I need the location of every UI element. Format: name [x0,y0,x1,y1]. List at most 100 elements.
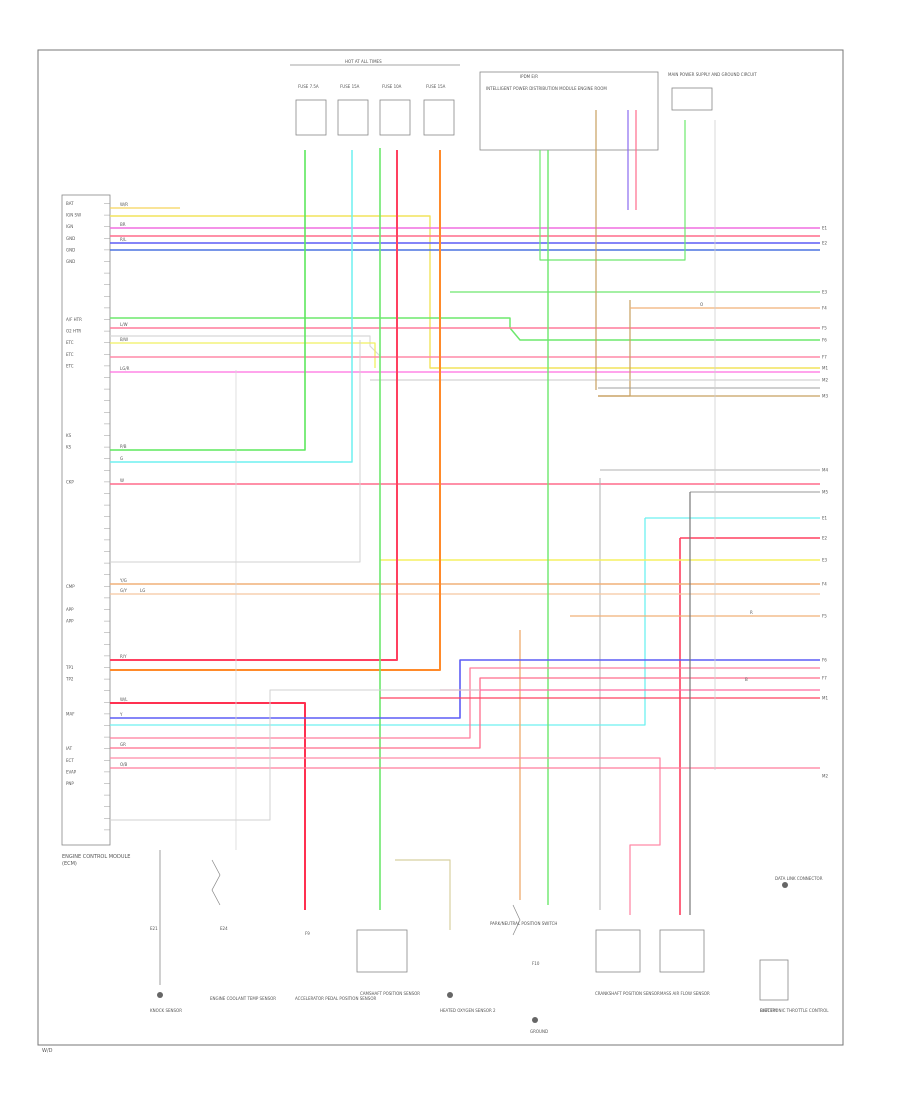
wire-label: BR [120,222,126,227]
fuse-2 [337,99,369,136]
ecm-pin-label: ECT [66,758,74,763]
wire-cyan-fuse [110,150,353,463]
connector-number: M5 [822,490,828,495]
wire-green-3 [539,120,686,261]
ecm-label: ENGINE CONTROL MODULE [62,854,130,860]
wire-label: R [750,610,753,615]
connector-number: M3 [822,394,828,399]
sensor-label: GROUND [530,1029,548,1034]
ipdm-title: IPDM E/R [520,74,538,79]
ecm-pin-label: TP2 [65,677,74,682]
fuse-4 [423,99,455,136]
ipdm-box [479,71,659,151]
ecm-pin-label: EVAP [66,769,77,774]
sensor-label: ENGINE COOLANT TEMP SENSOR [210,996,276,1001]
wire-label: R/Y [120,654,127,659]
fuse-4-label: FUSE 15A [426,84,446,89]
wire-gray-7 [110,689,480,821]
connector-number: E3 [822,290,828,295]
wire-green-fuse [110,150,306,451]
ecm-pin-label: APP [66,607,74,612]
wire-label: W/L [120,697,128,702]
connector-number: M4 [822,468,828,473]
footer-code: W/D [42,1048,53,1054]
connector-number: F4 [822,582,827,587]
ground-label: F10 [532,961,540,966]
fuse-3-label: FUSE 10A [382,84,402,89]
sensor-label: MASS AIR FLOW SENSOR [660,991,710,996]
sensor-labels: KNOCK SENSOR ENGINE COOLANT TEMP SENSOR AC… [150,876,829,1034]
connector-number: F4 [822,306,827,311]
wire-label: G/Y [120,588,127,593]
wire-cyan-3 [110,518,646,726]
ecm-connector-block [61,194,111,846]
fuse-1 [295,99,327,136]
switch-symbol [512,904,521,936]
fuse-2-label: FUSE 15A [340,84,360,89]
ground-symbol-3 [532,1017,538,1023]
wire-harness [110,110,820,985]
connector-number: M2 [822,378,828,383]
ecm-pin-label: GND [66,236,75,241]
wire-yellow-2 [110,342,376,368]
wire-label: LG [140,588,145,593]
wire-label: W/R [120,202,128,207]
ecm-pin-label: TP1 [65,665,74,670]
ecm-pin-label: IGN SW [66,213,81,218]
ecm-pin-label: A/F HTR [66,317,82,322]
ecm-pin-label: PNP [66,781,74,786]
relay-box [671,87,713,111]
wire-pink-7 [110,757,661,915]
wire-yellow-1 [110,215,820,369]
sensor-label: KNOCK SENSOR [150,1008,182,1013]
connector-number: F7 [822,355,827,360]
sensor-box-1 [356,929,408,973]
connector-number: E2 [822,241,828,246]
battery-label: BATTERY [760,1008,778,1013]
sensor-label: CRANKSHAFT POSITION SENSOR [595,991,660,996]
wire-khaki [395,859,451,930]
right-side-connector-numbers: E1E2E3F4F5F6F7M1M2M3M4M5E1E2E3F4F5F6F7M1… [822,226,828,779]
ground-symbol-1 [157,992,163,998]
wire-label: R/L [120,237,127,242]
ecm-pin-label: ETC [66,352,74,357]
wire-label: W [120,478,124,483]
wire-red-2 [110,702,306,910]
wire-gray-1 [110,335,381,357]
wire-red-fuse [110,150,398,661]
wire-gray-6 [110,340,361,563]
ground-symbol-4 [782,882,788,888]
connector-number: M1 [822,696,828,701]
fuse-1-label: FUSE 7.5A [298,84,319,89]
sensor-label: CAMSHAFT POSITION SENSOR [360,991,420,996]
connector-number: M1 [822,366,828,371]
ecm-pin-label: CMP [66,584,75,589]
wire-label: O [700,302,703,307]
diag-box [759,959,789,1001]
connector-number: F7 [822,676,827,681]
ecm-pin-label: BAT [66,201,74,206]
sensor-label: HEATED OXYGEN SENSOR 2 [440,1008,496,1013]
ecm-pin-label: IAT [66,746,73,751]
ecm-pin-label: ETC [66,340,74,345]
ecm-pin-label: MAF [66,711,75,716]
connector-number: E2 [822,536,828,541]
ground-label: F9 [305,931,310,936]
ground-label: E24 [220,926,228,931]
connector-number: F6 [822,338,827,343]
fuse-group: FUSE 7.5A FUSE 15A FUSE 10A FUSE 15A [295,84,455,136]
ecm-pin-label: CKP [66,479,74,484]
wire-label: Y [119,712,123,717]
main-power-label: MAIN POWER SUPPLY AND GROUND CIRCUIT [668,72,757,77]
coil-symbol [211,859,221,906]
sensor-label: ACCELERATOR PEDAL POSITION SENSOR [295,996,376,1001]
wire-label: B [745,677,748,682]
hot-at-all-times-label: HOT AT ALL TIMES [345,59,382,64]
ground-label: E21 [150,926,158,931]
wire-orange-fuse [110,150,441,671]
connector-number: F5 [822,326,827,331]
wire-label: Y/G [119,578,127,583]
ecm-label-sub: (ECM) [62,861,77,867]
ecm-pin-label: APP [66,619,74,624]
